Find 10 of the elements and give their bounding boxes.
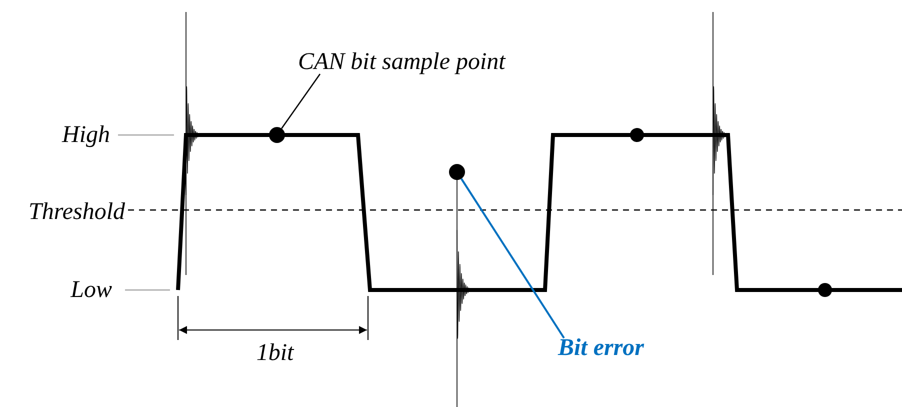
leader-line [281,74,321,129]
leader-line [460,178,565,339]
dimension-label: 1bit [256,339,294,367]
callout-label: CAN bit sample point [298,48,506,76]
level-label: Threshold [28,198,125,226]
level-label: High [62,121,110,149]
level-label: Low [70,276,112,304]
sample-point-dot [449,164,465,180]
error-label: Bit error [558,334,644,362]
sample-point-dot [269,127,285,143]
